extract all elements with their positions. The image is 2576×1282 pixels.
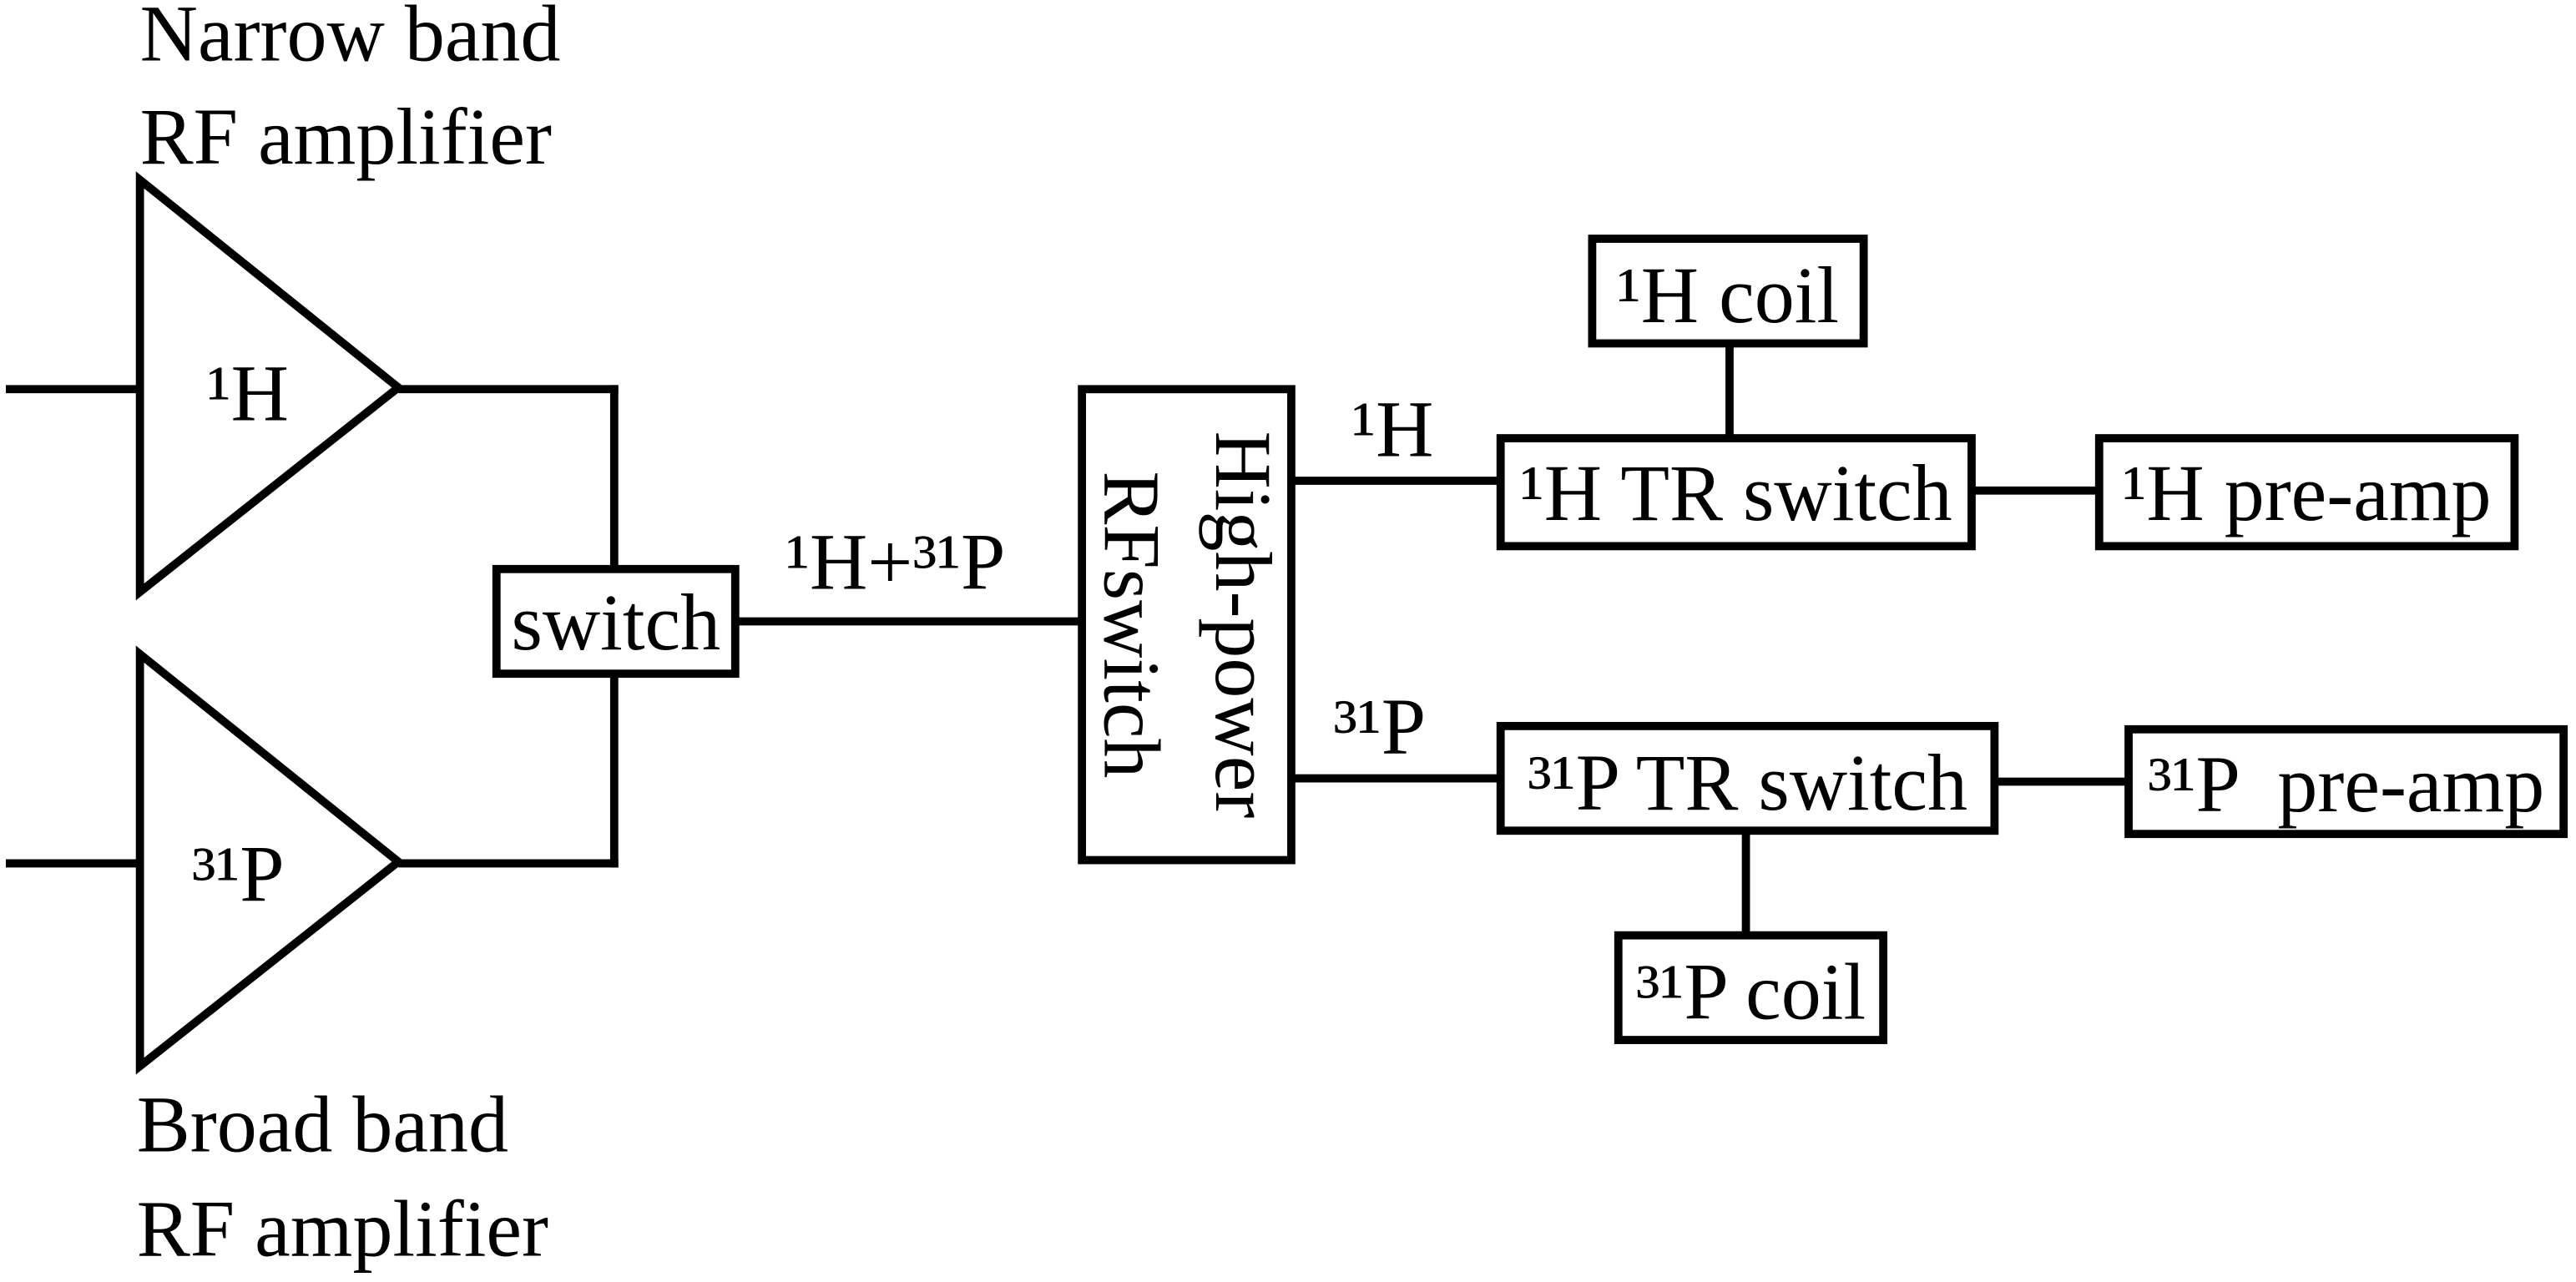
h-tr-switch-box bbox=[1496, 434, 1976, 551]
h-coil-label: ¹H coil bbox=[1617, 250, 1839, 340]
narrowband-amplifier-symbol: ¹H bbox=[207, 349, 289, 438]
broadband-amplifier-symbol: ³¹P bbox=[192, 830, 285, 919]
broadband-label-line1: Broad band bbox=[137, 1079, 508, 1168]
switch-block: switch bbox=[492, 564, 740, 679]
broadband-amplifier-triangle bbox=[135, 645, 406, 1075]
broadband-label-line2: RF amplifier bbox=[137, 1184, 548, 1274]
p-signal-label: ³¹P bbox=[1333, 682, 1426, 771]
switch-label: switch bbox=[511, 578, 720, 667]
p-tr-switch-label: ³¹P TR switch bbox=[1528, 738, 1967, 827]
p-coil-box bbox=[1614, 931, 1888, 1044]
narrowband-label-line1: Narrow band bbox=[140, 0, 561, 78]
narrowband-amplifier-triangle bbox=[135, 171, 406, 601]
narrowband-amplifier: Narrow band RF amplifier ¹H bbox=[5, 0, 619, 601]
h-preamp-label: ¹H pre-amp bbox=[2123, 448, 2492, 538]
h-signal-label: ¹H bbox=[1351, 385, 1433, 474]
narrowband-label-line2: RF amplifier bbox=[140, 92, 552, 181]
combined-signal-label: ¹H+³¹P bbox=[785, 517, 1005, 606]
p-channel: ³¹P ³¹P TR switch ³¹P pre-amp ³¹P coil bbox=[1291, 682, 2568, 1044]
p-preamp-box bbox=[2124, 724, 2568, 839]
p-coil-label: ³¹P coil bbox=[1636, 947, 1866, 1037]
broadband-amplifier: ³¹P Broad band RF amplifier bbox=[5, 645, 619, 1274]
rf-switch-box bbox=[1078, 385, 1296, 865]
h-channel: ¹H ¹H coil ¹H TR switch ¹H pre-amp bbox=[1291, 235, 2519, 551]
p-preamp-label: ³¹P pre-amp bbox=[2148, 739, 2544, 829]
high-power-rf-switch: High-power RFswitch bbox=[1078, 385, 1296, 865]
h-preamp-box bbox=[2094, 434, 2519, 551]
h-tr-switch-label: ¹H TR switch bbox=[1520, 448, 1952, 538]
rf-switch-label-line2: RFswitch bbox=[1088, 471, 1177, 778]
rf-switch-label-line1: High-power bbox=[1199, 431, 1288, 818]
